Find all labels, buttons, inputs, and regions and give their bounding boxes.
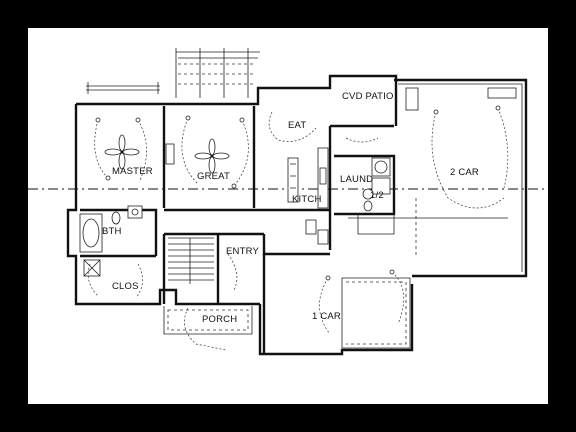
room-label-clos: CLOS	[112, 281, 139, 292]
room-label-bth: BTH	[102, 226, 122, 237]
room-label-2-car: 2 CAR	[450, 167, 479, 178]
ceiling-fan-master-icon	[104, 134, 140, 170]
room-label-kitch: KITCH	[292, 194, 322, 205]
room-label-half-bath: 1/2	[370, 190, 384, 201]
room-label-cvd-patio: CVD PATIO	[342, 91, 394, 102]
porch-outline	[163, 306, 253, 335]
walls	[66, 74, 528, 356]
room-label-1-car: 1 CAR	[312, 311, 341, 322]
room-label-eat: EAT	[288, 120, 306, 131]
room-labels: MASTER GREAT EAT CVD PATIO LAUND 2 CAR K…	[102, 91, 479, 325]
room-label-master: MASTER	[112, 166, 153, 177]
ceiling-fan-great-icon	[194, 138, 230, 174]
dimension-ticks	[86, 48, 260, 98]
room-label-great: GREAT	[197, 171, 230, 182]
floor-plan-drawing: MASTER GREAT EAT CVD PATIO LAUND 2 CAR K…	[28, 48, 548, 356]
room-label-porch: PORCH	[202, 314, 237, 325]
room-label-entry: ENTRY	[226, 246, 259, 257]
electrical-wiring	[87, 105, 509, 351]
floor-plan: MASTER GREAT EAT CVD PATIO LAUND 2 CAR K…	[28, 28, 548, 404]
room-label-laund: LAUND	[340, 174, 373, 185]
